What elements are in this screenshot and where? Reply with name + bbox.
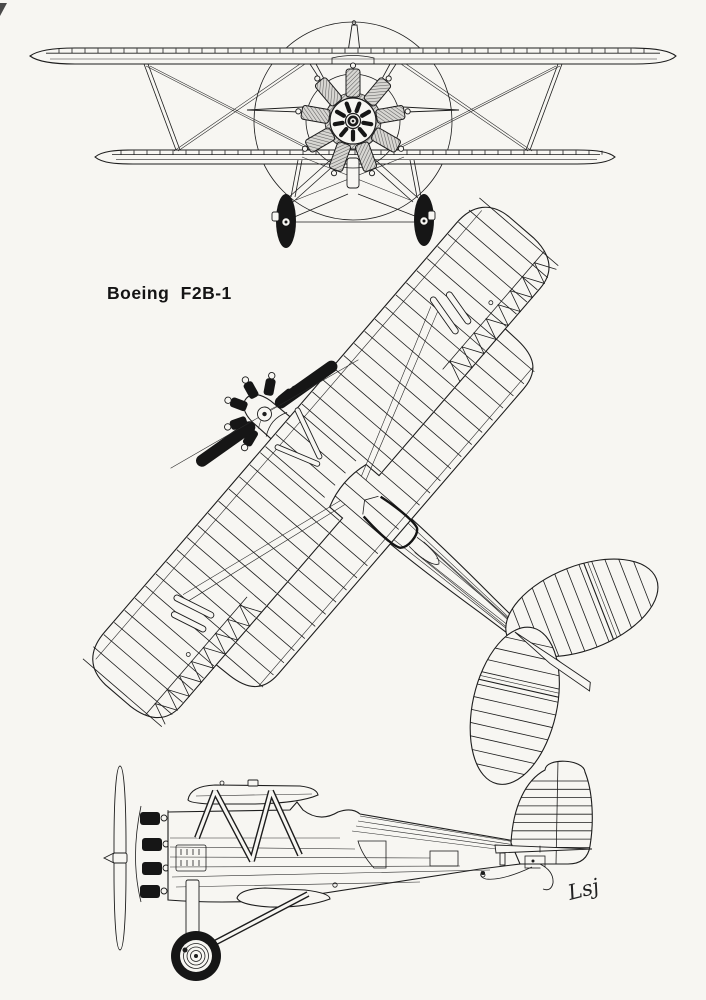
top-right-aileron-hatch	[449, 262, 557, 382]
side-fuselage	[167, 801, 521, 903]
front-radial-engine	[295, 62, 411, 177]
top-right-stabilizer	[505, 544, 659, 671]
artist-signature: Lsj	[564, 874, 602, 905]
side-fin-rudder	[510, 760, 593, 865]
side-louver-panel	[175, 844, 207, 872]
top-headrest	[408, 536, 440, 565]
side-walkway-panel	[357, 840, 387, 869]
side-tailplane	[494, 844, 593, 869]
drawing-title: Boeing F2B-1	[107, 283, 232, 303]
front-view	[29, 20, 677, 248]
front-upper-wing	[29, 47, 677, 65]
engine-cylinders	[295, 62, 411, 177]
side-arresting-hook	[480, 866, 533, 880]
side-hatch	[429, 850, 459, 867]
crankcase-slots	[332, 101, 374, 142]
side-view	[102, 760, 593, 981]
side-propeller	[102, 765, 128, 951]
top-engine	[170, 359, 359, 469]
top-left-aileron-hatch	[154, 604, 262, 725]
front-interplane-struts	[143, 63, 563, 151]
front-landing-gear	[271, 154, 436, 248]
top-struts	[170, 291, 472, 633]
top-rudder-edge	[514, 631, 591, 692]
top-upper-wing	[82, 197, 559, 727]
side-tail	[480, 760, 593, 891]
front-fin	[347, 20, 361, 53]
scan-corner-mark	[0, 3, 7, 16]
side-tailskid	[539, 863, 554, 891]
side-upper-wing	[187, 779, 319, 805]
side-engine	[135, 805, 170, 903]
side-landing-gear	[171, 879, 310, 981]
top-cockpit	[362, 495, 440, 565]
